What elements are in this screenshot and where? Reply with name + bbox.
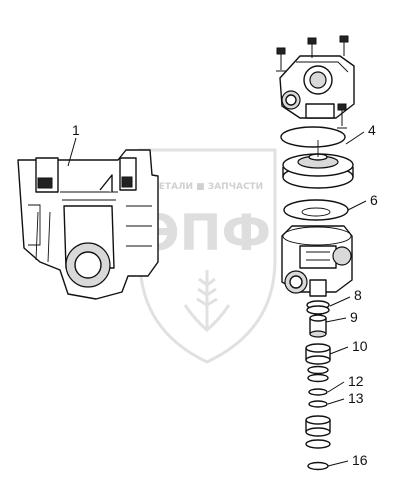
lower-body [281, 225, 353, 297]
top-cover [279, 55, 355, 119]
callout-10: 10 [352, 338, 368, 354]
watermark: ДЕТАЛИ ■ ЗАПЧАСТИ ЭПФ [138, 148, 277, 364]
callout-16: 16 [352, 452, 368, 468]
callout-4: 4 [368, 122, 376, 138]
small-parts-stack [305, 300, 331, 471]
callout-6: 6 [370, 192, 378, 208]
cover-o-ring [280, 126, 346, 148]
seal-ring [283, 199, 349, 221]
callout-12: 12 [348, 373, 364, 389]
valve-housing [17, 149, 159, 300]
callout-9: 9 [350, 309, 358, 325]
callout-8: 8 [354, 287, 362, 303]
leader-lines [67, 131, 367, 467]
piston-assembly [282, 140, 354, 189]
watermark-brand: ЭПФ [143, 204, 271, 262]
watermark-wheat-icon [183, 270, 231, 332]
callout-13: 13 [348, 390, 364, 406]
cover-bolts [276, 35, 349, 129]
callouts: 1 4 6 8 9 10 12 13 16 [72, 122, 378, 468]
watermark-tagline: ДЕТАЛИ ■ ЗАПЧАСТИ [151, 182, 263, 192]
callout-1: 1 [72, 122, 80, 138]
